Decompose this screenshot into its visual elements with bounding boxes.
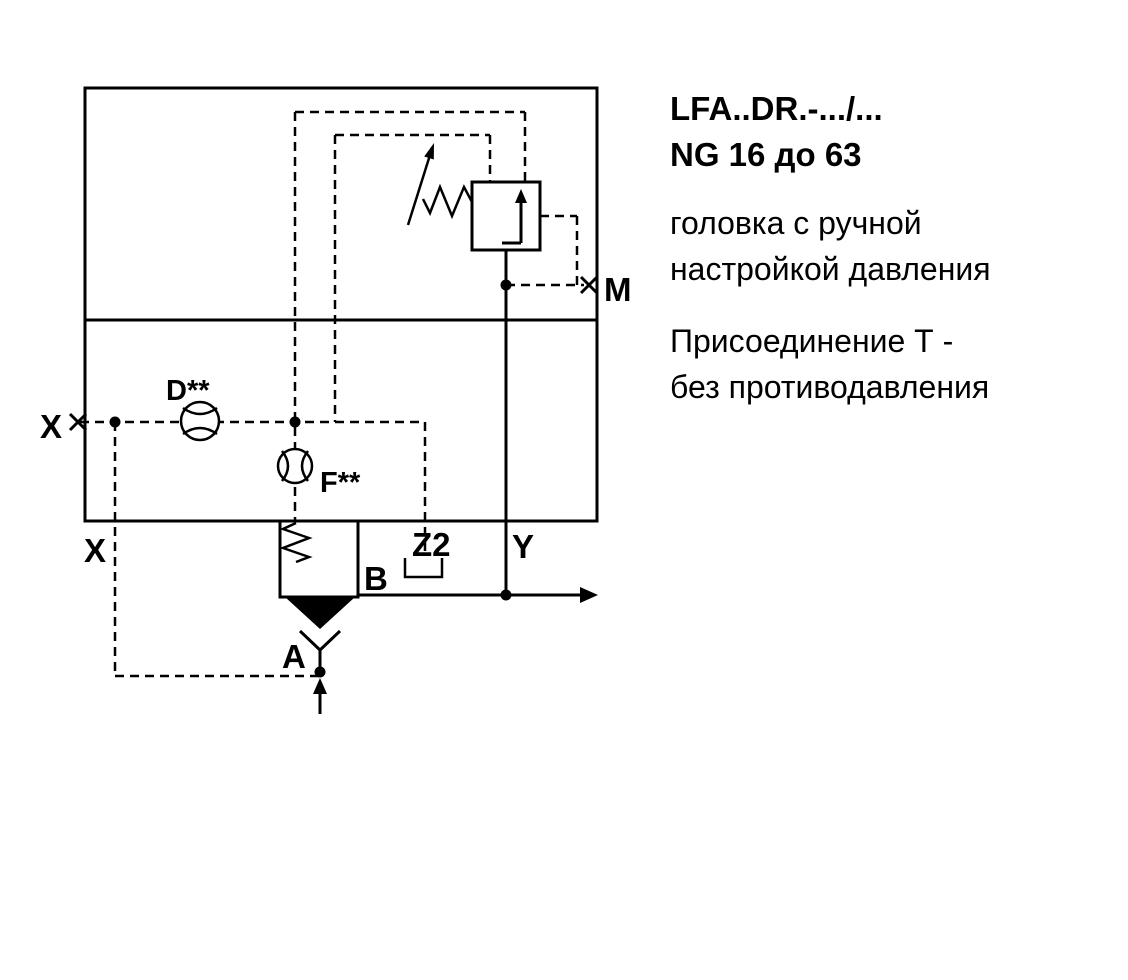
port-label-a: A <box>282 638 306 675</box>
model-code: LFA..DR.-.../... <box>670 90 883 127</box>
port-b-arrowhead <box>580 587 598 603</box>
note-line-1: Присоединение Т - <box>670 323 954 359</box>
relief-valve-spring-icon <box>421 183 474 220</box>
pilot-lines <box>80 110 584 678</box>
nominal-size: NG 16 до 63 <box>670 136 862 173</box>
adjustment-arrow-shaft <box>406 154 432 226</box>
filled-shapes <box>109 143 598 694</box>
port-label-x-bottom: X <box>84 532 106 569</box>
note-line-2: без противодавления <box>670 369 990 405</box>
description-block: LFA..DR.-.../... NG 16 до 63 головка с р… <box>670 86 1120 410</box>
diagram-labels: X D** F** X B Z2 Y A M <box>40 271 632 675</box>
junction-dot <box>500 279 512 291</box>
junction-dot <box>109 416 121 428</box>
port-a-arrowhead <box>313 678 327 694</box>
port-label-y: Y <box>512 528 534 565</box>
main-housing-outline <box>83 86 599 523</box>
solid-lines <box>68 86 599 714</box>
port-x-plug-icon <box>68 412 88 432</box>
junction-dot <box>500 589 512 601</box>
orifice-f-arc-left <box>280 450 290 482</box>
port-label-m: M <box>604 271 632 308</box>
cartridge-spring-icon <box>279 521 313 564</box>
adjustment-arrowhead <box>424 143 434 160</box>
feature-line-1: головка с ручной <box>670 205 922 241</box>
port-label-x-left: X <box>40 408 62 445</box>
orifice-d-arc-bottom <box>182 426 218 436</box>
orifice-d-icon <box>179 400 221 442</box>
port-m-plug-icon <box>579 275 599 295</box>
port-z2-bracket <box>403 558 444 579</box>
orifice-d-label: D** <box>166 375 210 407</box>
junction-dot <box>289 416 301 428</box>
relief-valve-body <box>470 180 542 252</box>
orifice-d-arc-top <box>182 406 218 416</box>
port-label-z2: Z2 <box>412 526 451 563</box>
port-label-b: B <box>364 560 388 597</box>
poppet-cone <box>285 597 355 629</box>
relief-valve-arrowhead <box>515 189 527 203</box>
orifice-f-label: F** <box>320 467 361 499</box>
orifices <box>179 400 314 485</box>
junction-dot <box>314 666 326 678</box>
orifice-f-arc-right <box>300 450 310 482</box>
poppet-seat <box>298 629 342 653</box>
feature-line-2: настройкой давления <box>670 251 991 287</box>
